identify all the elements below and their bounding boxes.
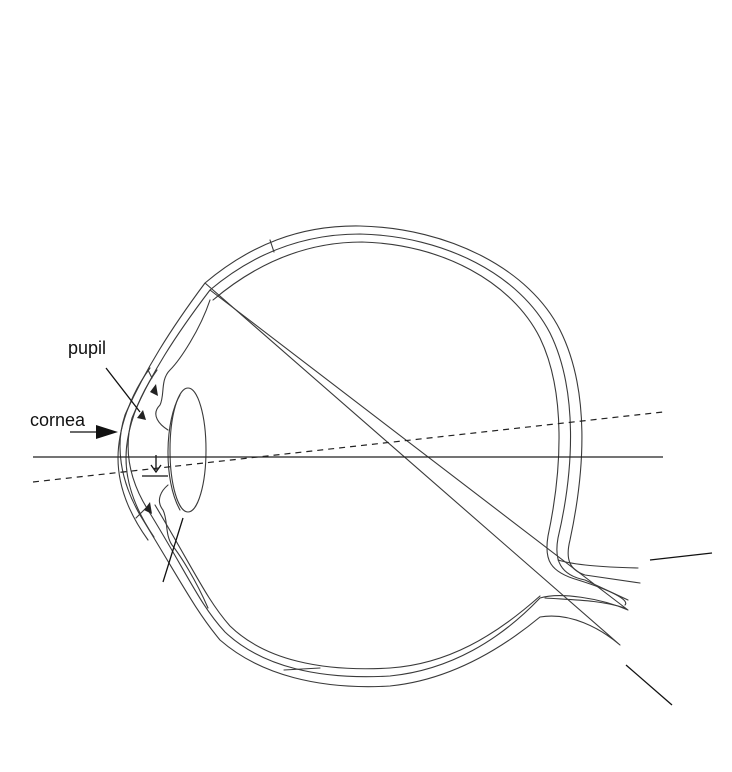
leader-line-lower-right — [626, 665, 672, 705]
retina-lower — [155, 505, 540, 669]
cornea-label: cornea — [30, 410, 86, 430]
leader-line-upper-right — [650, 553, 712, 560]
sclera-outer — [120, 226, 640, 687]
leader-line-lower-left — [163, 518, 183, 582]
optic-nerve-lower — [545, 598, 625, 608]
iris-marker-upper — [150, 384, 158, 396]
cornea-outer — [118, 368, 150, 540]
iris-marker-mid — [137, 410, 146, 420]
lens — [170, 388, 206, 512]
tick-bottom — [284, 668, 320, 670]
tick-upper-left — [148, 370, 152, 378]
retina — [213, 242, 626, 605]
iris-lower — [159, 485, 208, 608]
iris-marker-lower — [144, 502, 152, 514]
pupil-pointer-line — [106, 368, 140, 412]
pupil-label: pupil — [68, 338, 106, 358]
sclera-inner — [128, 234, 628, 677]
cornea-arrow-head — [96, 425, 118, 439]
